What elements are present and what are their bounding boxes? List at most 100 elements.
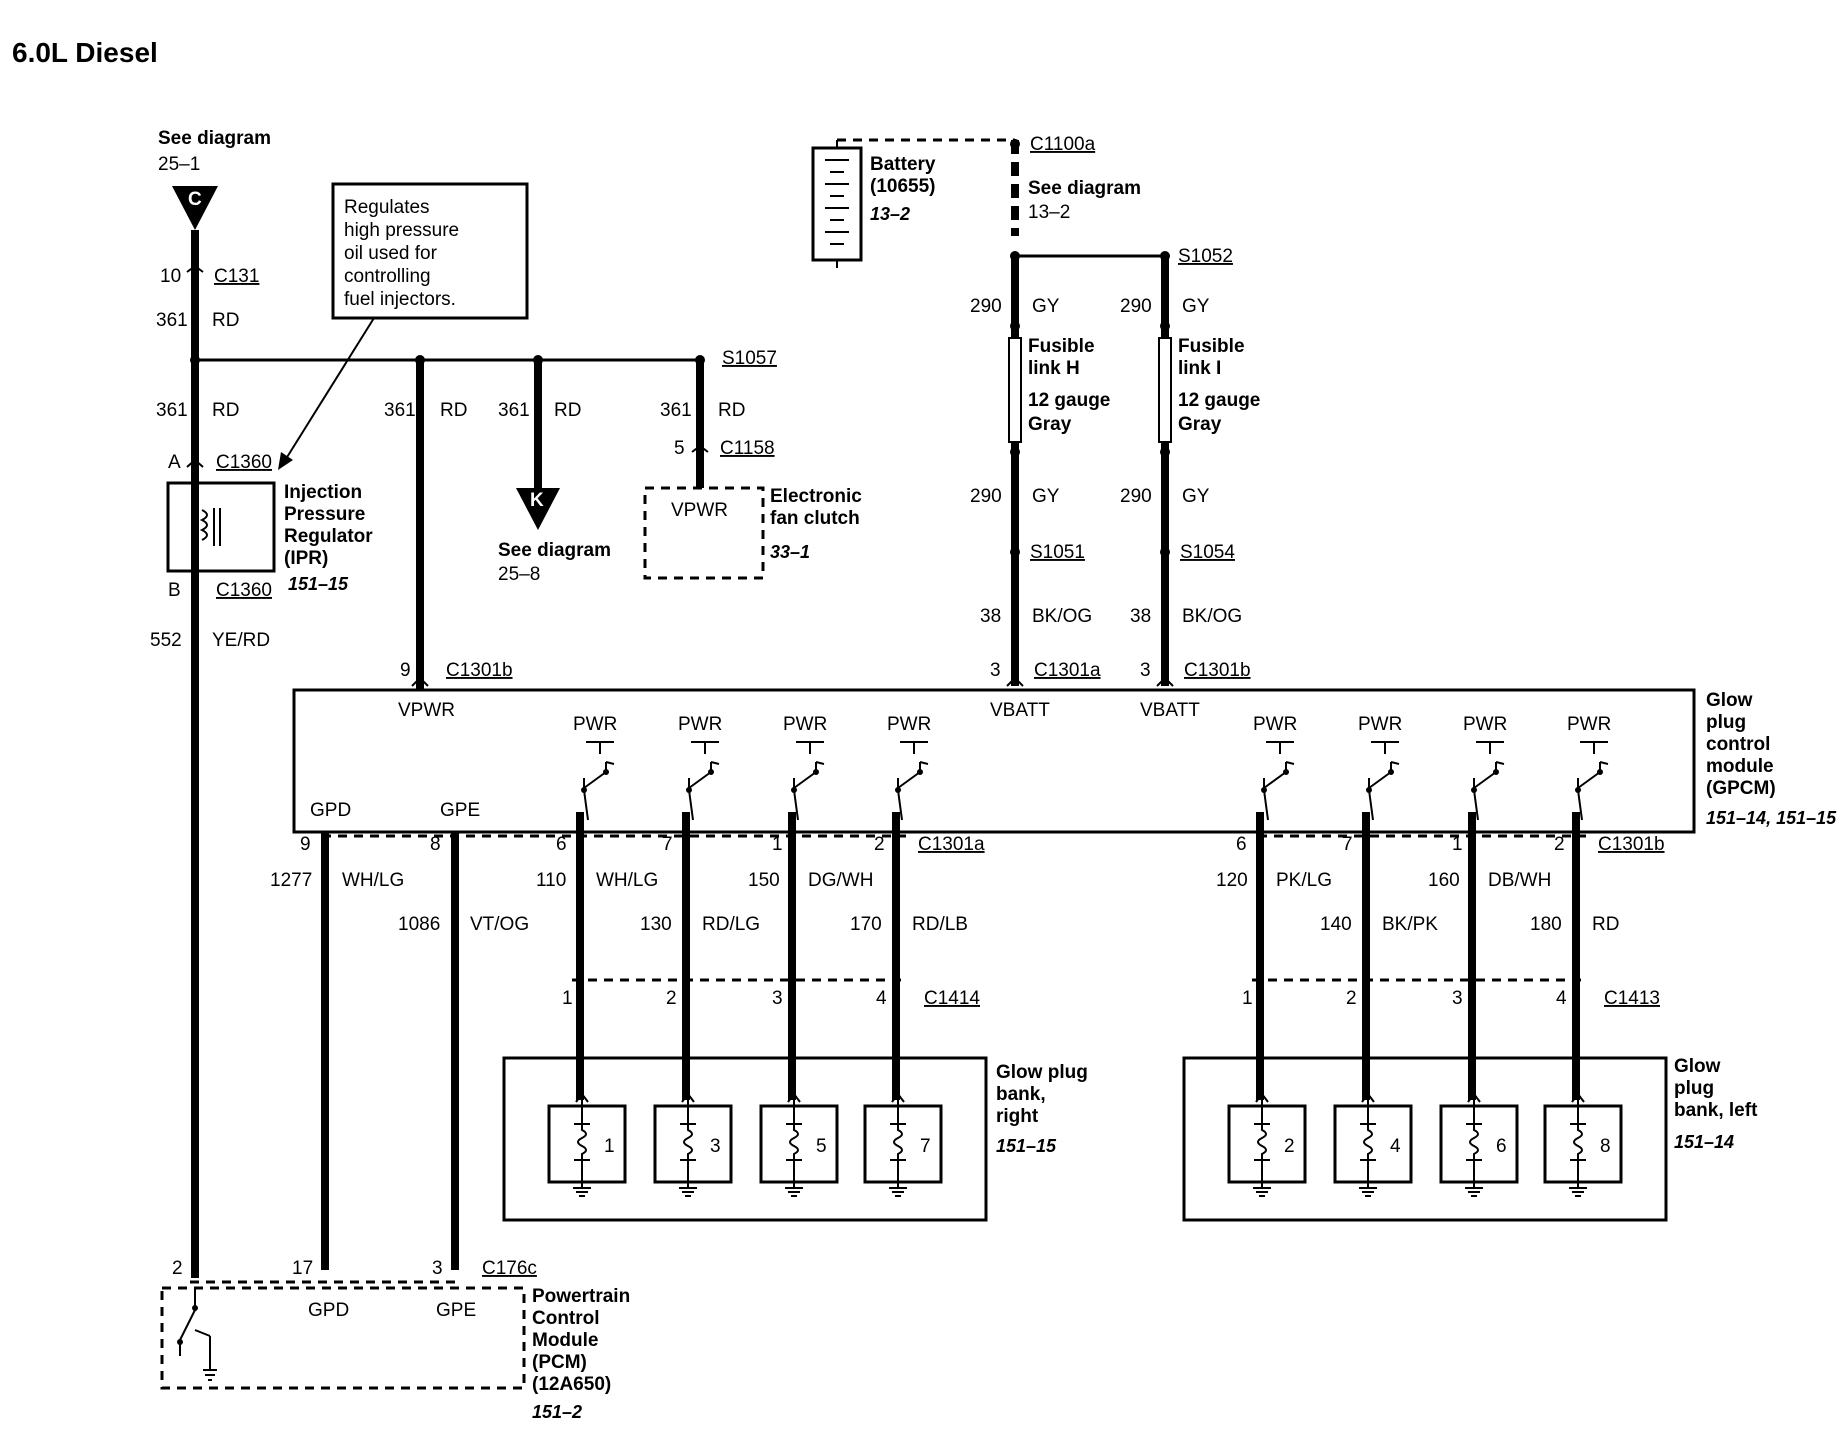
ipr-conn-bottom: C1360 — [216, 580, 272, 601]
pcm-switch-icon — [179, 1288, 217, 1381]
pcm-pin-2: 2 — [172, 1258, 183, 1279]
fan-clutch-conn: C1158 — [720, 438, 775, 459]
bank-right-label-3: right — [996, 1106, 1039, 1127]
pwr-label-4: PWR — [887, 714, 931, 735]
pin-1-a: 1 — [772, 834, 783, 855]
gpcm-gpd: GPD — [310, 800, 351, 821]
pwr-switch-4 — [894, 741, 929, 821]
ipr-ref: 151–15 — [288, 574, 349, 594]
pcm-label-5: (12A650) — [532, 1374, 611, 1395]
pcm-gpd: GPD — [308, 1300, 349, 1321]
pin-7-b: 7 — [1342, 834, 1353, 855]
pwr-switch-6 — [1365, 741, 1400, 821]
battery-name: Battery — [870, 154, 936, 175]
pin-9-vpwr: 9 — [400, 660, 411, 681]
bank-left-ref: 151–14 — [1674, 1132, 1734, 1152]
ref-c-page: 25–1 — [158, 154, 200, 175]
ipr-coil-icon — [199, 509, 208, 541]
bank-right-label-2: bank, — [996, 1084, 1046, 1105]
color-vtog: VT/OG — [470, 914, 529, 935]
circuit-290-h-bottom: 290 — [970, 486, 1002, 507]
gpcm-module — [292, 688, 1696, 834]
pcm-ref: 151–2 — [532, 1402, 582, 1422]
pwr-switch-2 — [685, 741, 720, 821]
pin-2-a: 2 — [874, 834, 885, 855]
ref-k-text: See diagram — [498, 540, 611, 561]
glow-plug-bank-left — [1182, 1056, 1668, 1222]
gpcm-label-1: Glow — [1706, 690, 1753, 711]
pcm-pin-17: 17 — [292, 1258, 313, 1279]
color-bkog-h: BK/OG — [1032, 606, 1092, 627]
fusible-i-label-1: Fusible — [1178, 336, 1245, 357]
c1413-pin-2: 2 — [1346, 988, 1357, 1009]
fan-clutch-label-2: fan clutch — [770, 508, 860, 529]
glow-plug-5-number: 5 — [816, 1136, 827, 1157]
splice-s1052: S1052 — [1178, 246, 1233, 267]
pin-7-a: 7 — [662, 834, 673, 855]
bank-left-label-2: plug — [1674, 1078, 1714, 1099]
circuit-361-e: 361 — [660, 400, 692, 421]
note-arrowhead-icon — [278, 452, 293, 470]
fusible-h-label-1: Fusible — [1028, 336, 1095, 357]
circuit-140: 140 — [1320, 914, 1352, 935]
ipr-label-3: Regulator — [284, 526, 373, 547]
bank-left-label-3: bank, left — [1674, 1100, 1758, 1121]
color-whlg-b: WH/LG — [596, 870, 658, 891]
gpcm-gpe: GPE — [440, 800, 480, 821]
color-dgwh: DG/WH — [808, 870, 873, 891]
ipr-label-2: Pressure — [284, 504, 365, 525]
pin-3-vbatt-b: 3 — [1140, 660, 1151, 681]
fusible-link-i — [1158, 337, 1172, 443]
pin-3-vbatt-a: 3 — [990, 660, 1001, 681]
color-yerd: YE/RD — [212, 630, 270, 651]
color-gy-i-top: GY — [1182, 296, 1210, 317]
pin-2-b: 2 — [1554, 834, 1565, 855]
pwr-label-6: PWR — [1358, 714, 1402, 735]
circuit-361-c: 361 — [384, 400, 416, 421]
circuit-170: 170 — [850, 914, 882, 935]
c1413-label: C1413 — [1604, 988, 1660, 1009]
pcm-conn-label: C176c — [482, 1258, 537, 1279]
color-rdlg: RD/LG — [702, 914, 760, 935]
c1414-pin-3: 3 — [772, 988, 783, 1009]
pcm-pin-3: 3 — [432, 1258, 443, 1279]
pin-9-gpd: 9 — [300, 834, 311, 855]
c1414-pin-4: 4 — [876, 988, 887, 1009]
pwr-label-3: PWR — [783, 714, 827, 735]
pcm-gpe: GPE — [436, 1300, 476, 1321]
circuit-180: 180 — [1530, 914, 1562, 935]
circuit-120: 120 — [1216, 870, 1248, 891]
circuit-290-i-top: 290 — [1120, 296, 1152, 317]
fan-clutch-ref: 33–1 — [770, 542, 810, 562]
fusible-h-color: Gray — [1028, 414, 1072, 435]
splice-s1057: S1057 — [722, 348, 777, 369]
pin-10: 10 — [160, 266, 181, 287]
note-line-4: controlling — [344, 266, 431, 287]
pcm-label-3: Module — [532, 1330, 599, 1351]
pcm-label-4: (PCM) — [532, 1352, 587, 1373]
color-rd-d: RD — [554, 400, 581, 421]
ref-c-text: See diagram — [158, 128, 271, 149]
color-whlg-a: WH/LG — [342, 870, 404, 891]
circuit-361-a: 361 — [156, 310, 188, 331]
fan-clutch-pin-label: VPWR — [671, 500, 728, 521]
conn-c1301b-vbatt: C1301b — [1184, 660, 1251, 681]
circuit-1277: 1277 — [270, 870, 312, 891]
c1413-pin-4: 4 — [1556, 988, 1567, 1009]
pwr-switch-8 — [1574, 741, 1609, 821]
pin-6-a: 6 — [556, 834, 567, 855]
battery-part: (10655) — [870, 176, 936, 197]
ref-c-label: C — [188, 189, 202, 210]
glow-plug-1-number: 1 — [604, 1136, 615, 1157]
c1413-pin-3: 3 — [1452, 988, 1463, 1009]
pwr-label-8: PWR — [1567, 714, 1611, 735]
conn-c1301b-label: C1301b — [1598, 834, 1665, 855]
fusible-h-gauge: 12 gauge — [1028, 390, 1110, 411]
gpcm-vbatt-b: VBATT — [1140, 700, 1200, 721]
pin-6-b: 6 — [1236, 834, 1247, 855]
pwr-label-7: PWR — [1463, 714, 1507, 735]
pwr-switch-7 — [1470, 741, 1505, 821]
c1100a-text: See diagram — [1028, 178, 1141, 199]
bank-left-label-1: Glow — [1674, 1056, 1721, 1077]
glow-plug-8-number: 8 — [1600, 1136, 1611, 1157]
